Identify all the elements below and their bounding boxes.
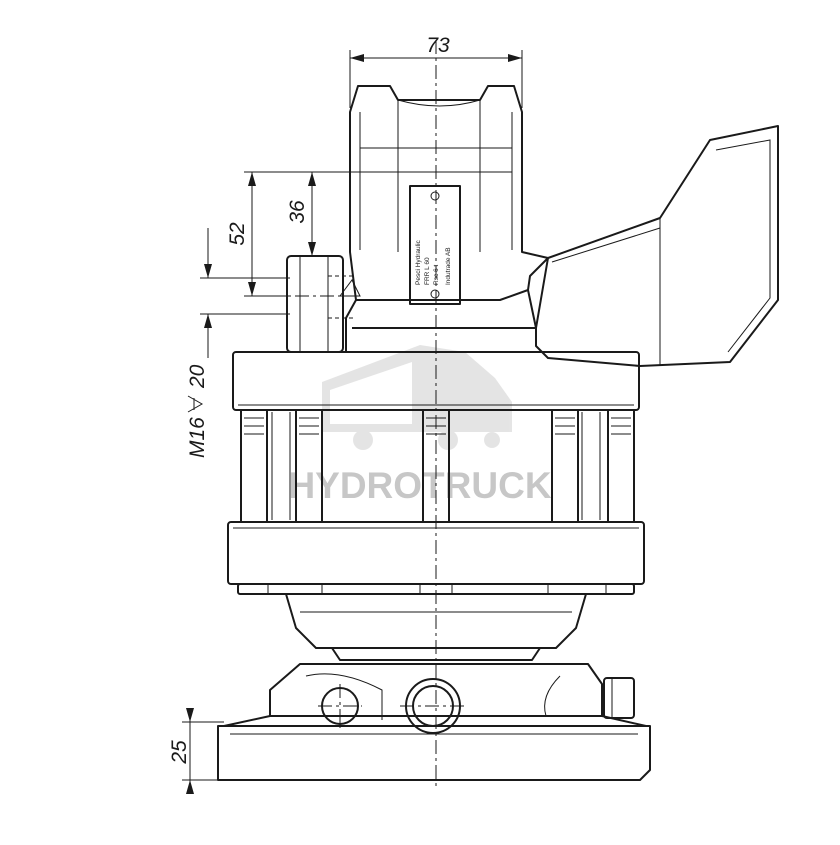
- stud-4: [551, 409, 579, 523]
- nameplate-line-5: Indutrade AB: [445, 247, 452, 285]
- nameplate: Pesci Hydraulic FRR L 60 Rsc 6 t Indutra…: [409, 185, 461, 305]
- nameplate-line-2: FRR L 60: [424, 257, 431, 285]
- thread-size-label: M16: [186, 417, 209, 458]
- dimension-73-label: 73: [426, 34, 450, 57]
- dimension-thread: M16 20: [186, 228, 290, 458]
- nameplate-line-1: Pesci Hydraulic: [415, 239, 422, 285]
- thread-depth-label: 20: [186, 364, 209, 389]
- dimension-36-label: 36: [286, 200, 309, 224]
- dimension-52-label: 52: [226, 222, 249, 246]
- dimension-73: 73: [349, 34, 523, 108]
- dimension-25-label: 25: [168, 740, 191, 765]
- watermark-truck-logo: [322, 345, 512, 450]
- hose-elbow: [535, 125, 779, 367]
- stud-5: [607, 409, 635, 523]
- dimension-52: 52: [226, 171, 370, 297]
- dimension-25: 25: [168, 708, 224, 794]
- side-port: [286, 255, 361, 353]
- watermark-text: HYDROTRUCK: [288, 465, 551, 506]
- dimension-36: 36: [286, 172, 316, 256]
- stud-1: [240, 409, 268, 523]
- center-lines: [270, 40, 466, 790]
- base-swivel: [217, 663, 651, 781]
- depth-symbol-icon: [187, 395, 204, 413]
